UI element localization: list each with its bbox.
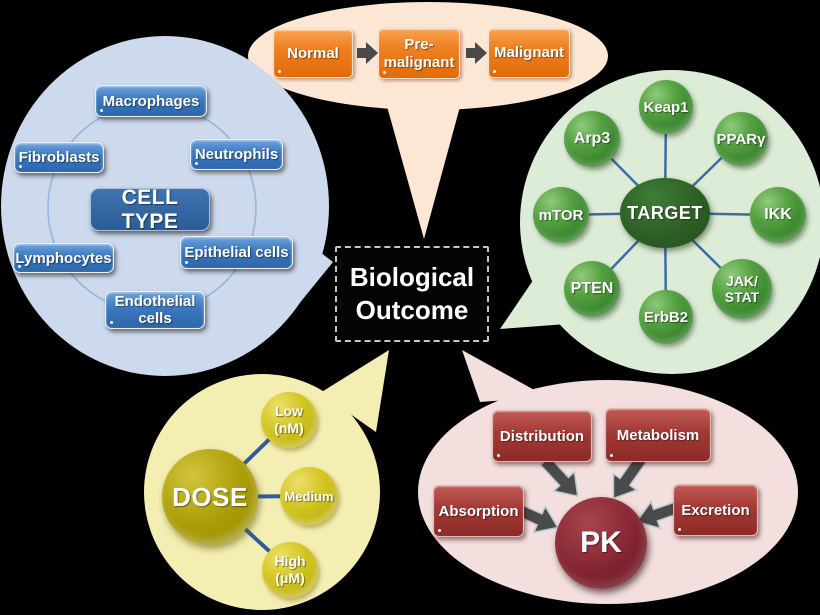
- cell-type-node-lymphocytes: Lymphocytes: [13, 243, 114, 273]
- dose-node-medium: Medium: [280, 467, 338, 525]
- target-node-pten: PTEN: [564, 261, 620, 317]
- dose-bubble-body: [144, 374, 380, 610]
- pk-node-excretion: Excretion: [673, 484, 758, 536]
- target-node-ikk: IKK: [750, 187, 806, 243]
- progression-bubble-tail: [383, 92, 464, 239]
- target-node-ppargamma: PPARγ: [714, 112, 768, 166]
- arrow-distribution-to-pk-icon: [539, 455, 579, 498]
- cell-type-node-neutrophils: Neutrophils: [190, 139, 283, 170]
- dose-hub: DOSE: [162, 449, 258, 545]
- progression-step-premalignant: Pre- malignant: [378, 28, 460, 79]
- target-node-jak-stat: JAK/ STAT: [712, 259, 772, 319]
- cell-type-bubble-tail: [286, 226, 333, 310]
- target-node-mtor: mTOR: [533, 187, 589, 243]
- target-bubble-tail: [500, 270, 567, 329]
- right-arrow-icon: [466, 42, 487, 64]
- target-node-arp3: Arp3: [564, 111, 620, 167]
- pk-hub: PK: [555, 497, 647, 589]
- cell-type-hub: CELL TYPE: [90, 186, 210, 233]
- dose-node-high-um: High (μM): [262, 542, 318, 598]
- pk-node-metabolism: Metabolism: [605, 408, 711, 462]
- cell-type-node-fibroblasts: Fibroblasts: [14, 142, 104, 173]
- right-arrow-icon: [357, 42, 378, 64]
- progression-step-malignant: Malignant: [488, 28, 570, 78]
- target-hub: TARGET: [620, 178, 710, 248]
- dose-bubble-tail: [320, 350, 389, 432]
- dose-bubble: [144, 350, 389, 610]
- dose-node-low-nm: Low (nM): [261, 392, 317, 448]
- biological-outcome-box: Biological Outcome: [335, 246, 489, 342]
- target-node-keap1: Keap1: [639, 80, 693, 134]
- cell-type-node-macrophages: Macrophages: [95, 85, 207, 117]
- pk-node-distribution: Distribution: [492, 410, 592, 462]
- target-node-erbb2: ErbB2: [639, 290, 693, 344]
- pk-node-absorption: Absorption: [433, 485, 524, 537]
- pk-bubble-tail: [462, 350, 547, 402]
- cell-type-node-epithelial-cells: Epithelial cells: [180, 236, 293, 269]
- progression-arrows: [357, 42, 487, 64]
- progression-step-normal: Normal: [273, 29, 353, 78]
- cell-type-node-endothelial-cells: Endothelial cells: [105, 291, 205, 329]
